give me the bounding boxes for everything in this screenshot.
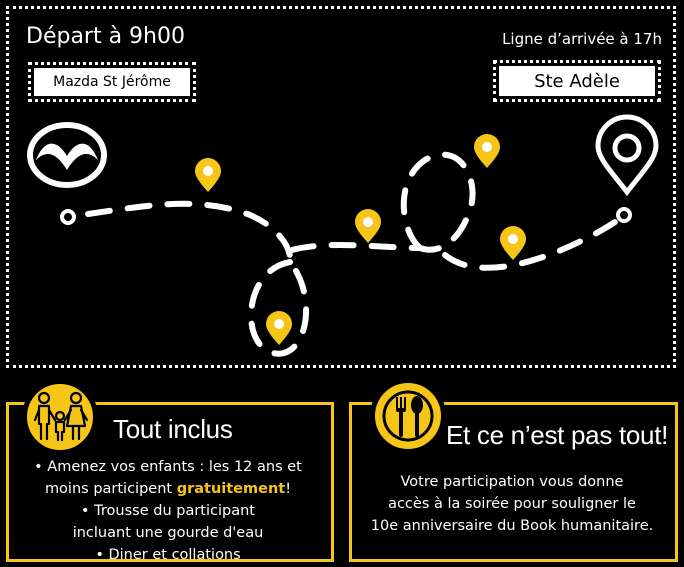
route-map [27, 114, 659, 357]
family-badge [22, 379, 98, 455]
route-frame [6, 6, 676, 368]
location-pin-icon [195, 158, 221, 192]
included-line-4: incluant une gourde d'eau [72, 525, 264, 541]
location-pin-icon [266, 311, 292, 345]
location-pin-icon [474, 134, 500, 168]
arrival-label: Ligne d’arrivée à 17h [502, 30, 662, 48]
included-line-2-end: ! [285, 481, 292, 497]
more-title: Et ce n’est pas tout! [446, 420, 669, 450]
free-highlight: gratuitement [176, 481, 286, 497]
destination-pin-icon [595, 114, 659, 197]
family-icon [33, 391, 89, 442]
end-point-marker [616, 207, 632, 223]
location-pin-icon [500, 226, 526, 260]
included-line-2: moins participent gratuitement! [18, 478, 318, 500]
included-line-1: • Amenez vos enfants : les 12 ans et [34, 459, 302, 475]
departure-label: Départ à 9h00 [26, 24, 185, 49]
included-list: • Amenez vos enfants : les 12 ans et moi… [18, 456, 318, 566]
food-badge [370, 378, 446, 454]
fork-spoon-icon [382, 390, 434, 442]
more-line-3: 10e anniversaire du Book humanitaire. [370, 518, 654, 534]
mazda-logo-icon [27, 122, 107, 188]
end-location-tag: Ste Adèle [493, 60, 661, 102]
location-pin-icon [355, 209, 381, 243]
more-line-1: Votre participation vous donne [400, 474, 624, 490]
included-line-3: • Trousse du participant [81, 503, 255, 519]
more-text: Votre participation vous donne accès à l… [352, 471, 672, 537]
included-line-2-text: moins participent [44, 481, 177, 497]
included-panel [6, 402, 334, 562]
start-point-marker [60, 209, 76, 225]
more-panel [349, 402, 678, 562]
included-title: Tout inclus [113, 414, 233, 444]
included-line-5: • Diner et collations [95, 547, 241, 563]
start-location-tag: Mazda St Jérôme [28, 62, 196, 102]
route-path [85, 151, 618, 357]
more-line-2: accès à la soirée pour souligner le [388, 496, 636, 512]
